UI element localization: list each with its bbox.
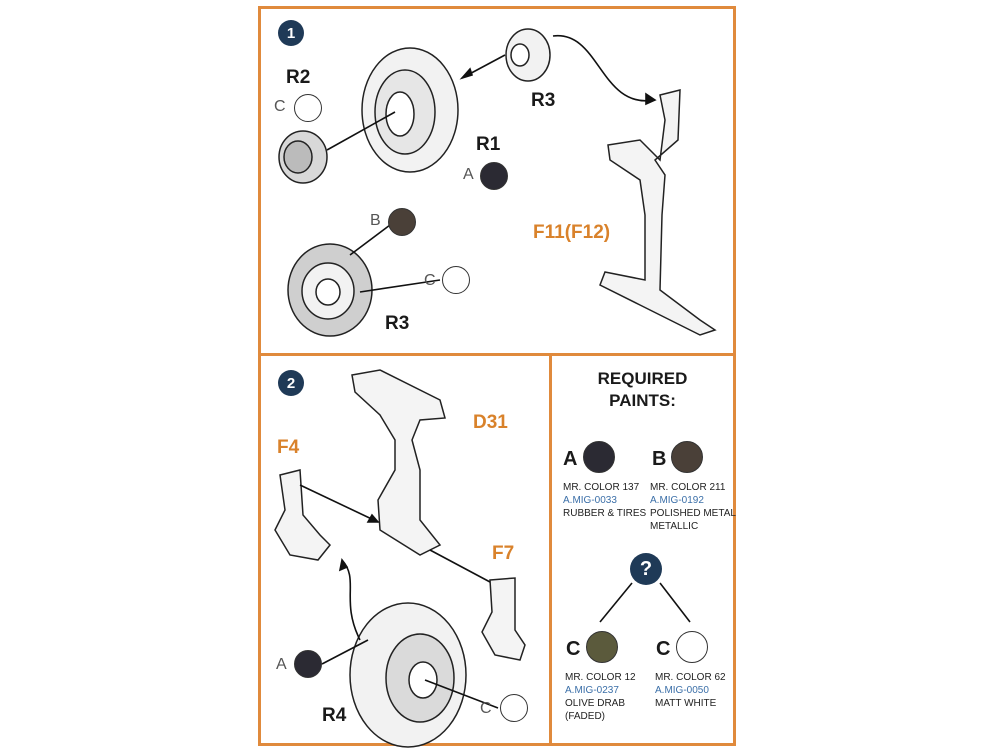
paint-c2-mrcolor: MR. COLOR 62 <box>655 672 726 683</box>
arrow-f7-to-d31 <box>429 549 491 583</box>
divider-vertical <box>549 353 552 746</box>
arrow-r3-to-f11 <box>552 35 656 102</box>
paint-c2-letter: C <box>656 638 671 660</box>
paint-b-mrcolor: MR. COLOR 211 <box>650 482 726 493</box>
label-d31: D31 <box>473 412 508 433</box>
paint-a-name: RUBBER & TIRES <box>563 508 647 519</box>
step-1-badge: 1 <box>278 20 304 46</box>
callout-r1-swatch <box>480 162 508 190</box>
d31-strut <box>351 369 446 556</box>
f11-strut <box>599 89 717 336</box>
callout-r4-c-letter: C <box>480 700 492 717</box>
paint-a-letter: A <box>563 448 578 470</box>
callout-r1-letter: A <box>463 166 474 183</box>
callout-r4-a-letter: A <box>276 656 287 673</box>
arrow-paint-a-r4 <box>321 639 369 665</box>
required-title-line1: REQUIRED <box>597 369 688 388</box>
paint-b-name-2: METALLIC <box>650 521 699 532</box>
paint-a-mrcolor: MR. COLOR 137 <box>563 482 640 493</box>
arrow-f4-to-d31 <box>299 484 379 523</box>
step1-frame <box>258 6 736 746</box>
paint-a-swatch <box>583 441 615 473</box>
branch-left <box>599 582 633 623</box>
label-r3-bottom: R3 <box>385 313 410 334</box>
callout-r2-letter: C <box>274 98 286 115</box>
paint-c1-letter: C <box>566 638 581 660</box>
label-r3-top: R3 <box>531 90 556 111</box>
label-f11: F11(F12) <box>533 222 611 243</box>
step-2-badge: 2 <box>278 370 304 396</box>
paint-c2-name: MATT WHITE <box>655 698 717 709</box>
f7-part <box>481 577 526 661</box>
paint-b-swatch <box>671 441 703 473</box>
arrow-paint-c-r4 <box>424 679 499 709</box>
branch-right <box>659 582 691 623</box>
paint-c2-swatch <box>676 631 708 663</box>
label-r2: R2 <box>286 67 311 88</box>
paint-c1-swatch <box>586 631 618 663</box>
paint-c1-mrcolor: MR. COLOR 12 <box>565 672 636 683</box>
callout-r3-b-swatch <box>388 208 416 236</box>
arrow-r3-c <box>359 279 441 293</box>
paint-c2-mig: A.MIG-0050 <box>655 685 709 696</box>
callout-r2-swatch <box>294 94 322 122</box>
paint-a-info: MR. COLOR 137 A.MIG-0033 RUBBER & TIRES <box>563 481 646 520</box>
divider-horizontal <box>258 353 736 356</box>
paint-b-name: POLISHED METAL <box>650 508 736 519</box>
question-mark-badge: ? <box>630 553 662 585</box>
label-f7: F7 <box>492 543 515 564</box>
paint-b-info: MR. COLOR 211 A.MIG-0192 POLISHED METAL … <box>650 481 736 533</box>
paint-b-mig: A.MIG-0192 <box>650 495 704 506</box>
required-paints-title: REQUIRED PAINTS: <box>575 368 710 412</box>
paint-c1-mig: A.MIG-0237 <box>565 685 619 696</box>
paint-c2-info: MR. COLOR 62 A.MIG-0050 MATT WHITE <box>655 671 726 710</box>
callout-r3-c-letter: C <box>424 272 436 289</box>
paint-b-letter: B <box>652 448 667 470</box>
callout-r3-c-swatch <box>442 266 470 294</box>
arrow-r4-to-f4 <box>341 559 361 641</box>
paint-c1-info: MR. COLOR 12 A.MIG-0237 OLIVE DRAB (FADE… <box>565 671 636 723</box>
paint-c1-name: OLIVE DRAB <box>565 698 626 709</box>
callout-r3-b-letter: B <box>370 212 381 229</box>
label-r1: R1 <box>476 134 501 155</box>
required-title-line2: PAINTS: <box>609 391 676 410</box>
f4-part <box>274 469 332 561</box>
callout-r4-a-swatch <box>294 650 322 678</box>
callout-r4-c-swatch <box>500 694 528 722</box>
label-f4: F4 <box>277 437 300 458</box>
paint-c1-name-2: (FADED) <box>565 711 605 722</box>
arrow-r3-b <box>349 224 391 256</box>
label-r4: R4 <box>322 705 347 726</box>
arrow-r2-to-r1 <box>326 111 396 151</box>
paint-a-mig: A.MIG-0033 <box>563 495 617 506</box>
